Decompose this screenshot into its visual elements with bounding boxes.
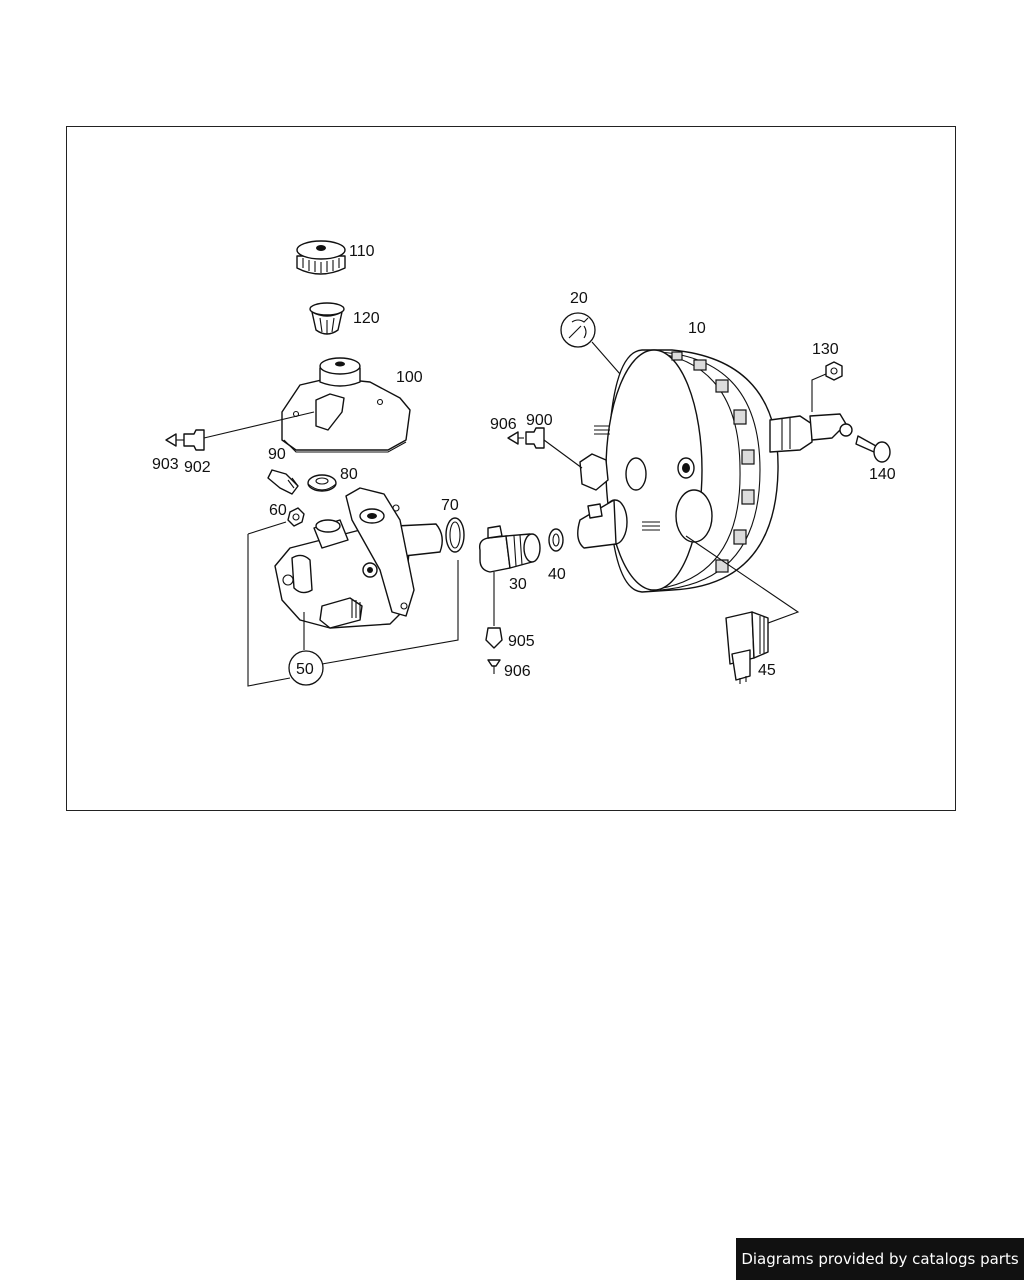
diagram-frame [66,126,956,811]
part-10-brake-booster[interactable] [577,349,853,593]
callout-45: 45 [758,662,776,679]
callout-906-upper: 906 [490,416,517,433]
part-100-fluid-reservoir[interactable] [281,357,411,453]
part-110-reservoir-cap[interactable] [296,240,346,275]
part-120-strainer[interactable] [309,302,345,335]
leader-20 [591,341,621,375]
footer-credit-text: Diagrams provided by catalogs parts [741,1250,1019,1268]
part-902-connector[interactable] [183,429,205,451]
callout-20: 20 [570,290,588,307]
part-90-bolt[interactable] [267,469,299,495]
bracket-50-left [247,534,291,687]
callout-140: 140 [869,466,896,483]
leader-130 [811,373,827,412]
callout-10: 10 [688,320,706,337]
callout-900: 900 [526,412,553,429]
part-905-connector[interactable] [485,627,503,649]
part-140-bolt[interactable] [855,435,891,463]
callout-30: 30 [509,576,527,593]
part-70-o-ring[interactable] [445,517,465,553]
callout-906-lower: 906 [504,663,531,680]
leader-902 [203,411,315,439]
callout-100: 100 [396,369,423,386]
callout-902: 902 [184,459,211,476]
part-906-screw-lower[interactable] [487,659,501,674]
part-900-connector[interactable] [525,427,545,449]
leader-900 [543,439,583,469]
part-50-master-cylinder[interactable] [274,487,443,629]
part-130-nut[interactable] [825,361,843,381]
footer-credit-badge: Diagrams provided by catalogs parts [736,1238,1024,1280]
callout-110: 110 [349,243,375,260]
callout-50: 50 [296,661,314,678]
leader-45 [685,535,800,627]
callout-60: 60 [269,502,287,519]
callout-903: 903 [152,456,179,473]
part-30-sensor[interactable] [478,525,541,573]
callout-130: 130 [812,341,839,358]
part-40-washer[interactable] [548,528,564,552]
callout-905: 905 [508,633,535,650]
callout-120: 120 [353,310,380,327]
part-80-grommet[interactable] [307,474,337,492]
callout-90: 90 [268,446,286,463]
leader-60 [247,521,287,535]
callout-50-badge [288,650,324,686]
callout-40: 40 [548,566,566,583]
wrench-icon [560,312,596,348]
part-903-screw[interactable] [165,433,184,447]
part-906-screw-upper[interactable] [507,431,524,445]
part-45-vacuum-sensor[interactable] [725,611,769,684]
callout-70: 70 [441,497,459,514]
bracket-50-right [321,560,459,665]
callout-80: 80 [340,466,358,483]
part-60-nut[interactable] [287,507,305,527]
